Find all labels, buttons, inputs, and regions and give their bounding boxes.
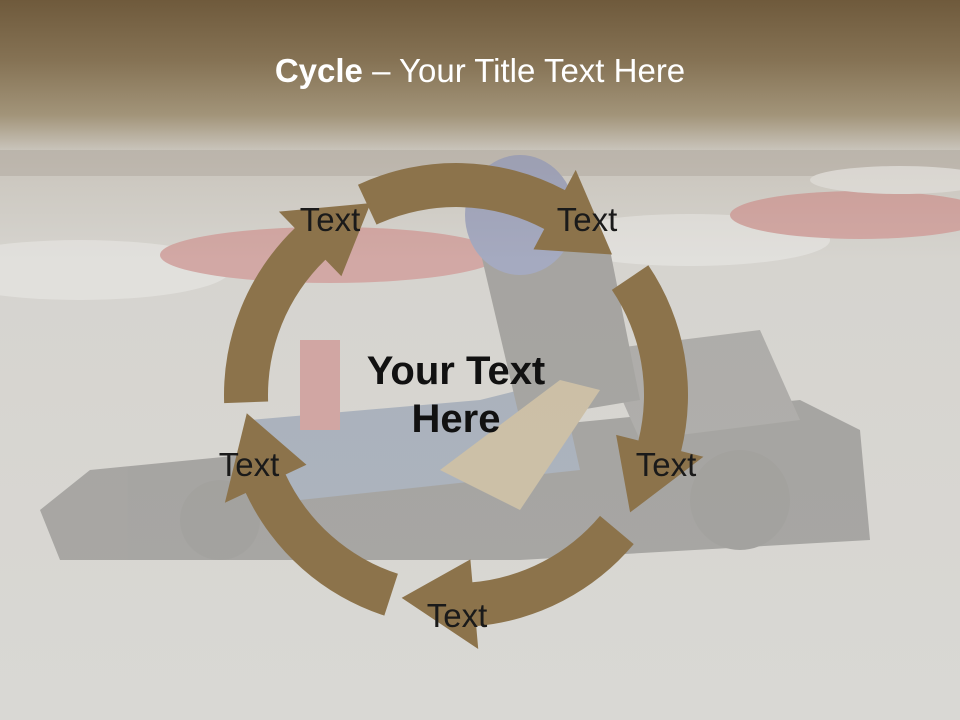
tire-barrier xyxy=(0,240,230,300)
cycle-node-label-bottom: Text xyxy=(426,597,488,634)
slide-title: Cycle – Your Title Text Here xyxy=(0,52,960,90)
tire-barrier xyxy=(730,191,960,239)
cycle-node-label-right: Text xyxy=(635,446,697,483)
kart-panel xyxy=(440,380,600,510)
cycle-arrow-2 xyxy=(611,265,704,513)
cycle-arrow-4 xyxy=(224,413,398,616)
title-rest: – Your Title Text Here xyxy=(362,52,686,89)
center-text-line2: Here xyxy=(411,397,501,441)
center-text: Your Text Here xyxy=(326,347,586,443)
cycle-node-label-left: Text xyxy=(218,446,280,483)
cycle-arrow-5 xyxy=(224,203,371,404)
cycle-arrow-1 xyxy=(357,162,613,255)
kart-wheel xyxy=(690,450,790,550)
cycle-arrow-3 xyxy=(401,515,634,650)
driver-legs xyxy=(250,380,580,500)
driver-torso xyxy=(480,250,640,420)
kart-wheel xyxy=(180,480,260,560)
tire-barrier xyxy=(810,166,960,194)
kart-seat xyxy=(300,340,340,430)
center-text-line1: Your Text xyxy=(366,349,546,393)
cycle-node-label-top-right: Text xyxy=(556,201,618,238)
tire-barrier xyxy=(550,214,830,266)
title-bold: Cycle xyxy=(274,52,363,89)
cycle-node-label-top-left: Text xyxy=(299,201,361,238)
